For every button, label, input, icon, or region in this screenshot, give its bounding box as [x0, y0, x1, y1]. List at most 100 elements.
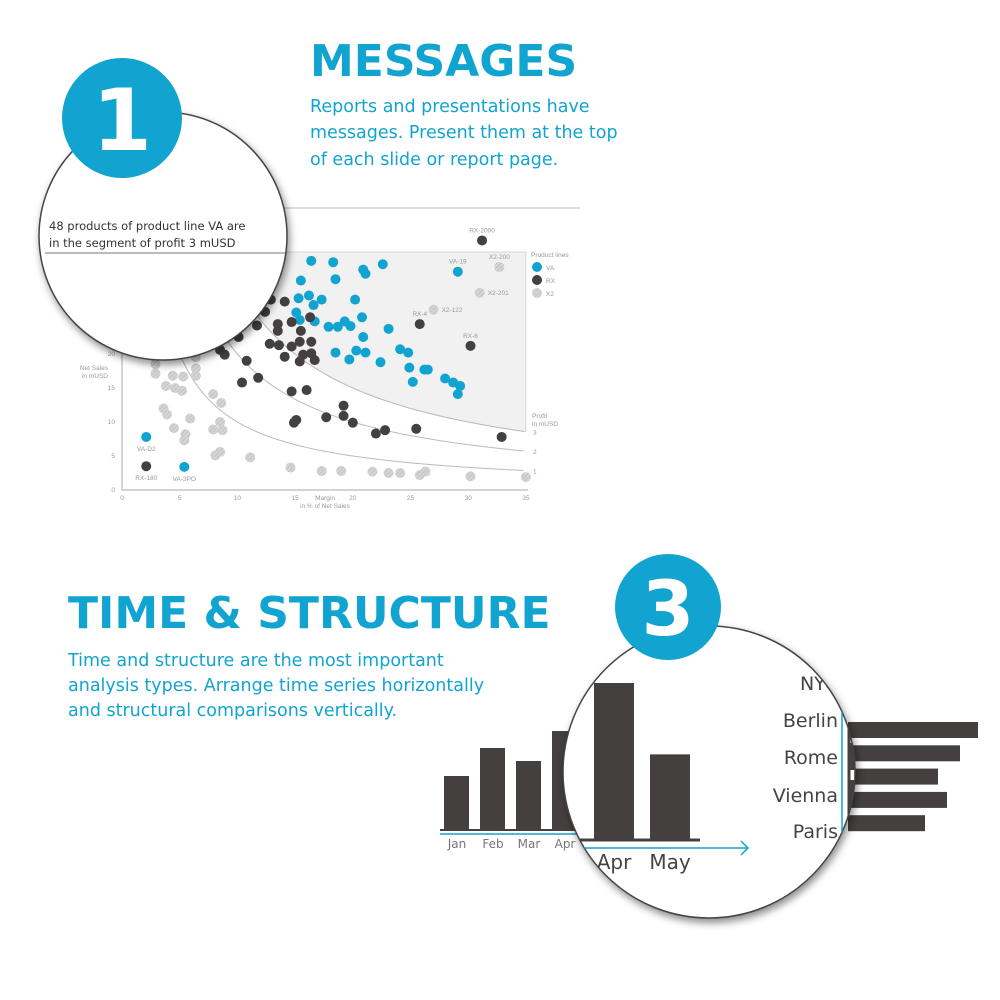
data-point-va	[323, 321, 334, 332]
data-point-rx	[370, 428, 381, 439]
legend-label-rx: RX	[546, 278, 556, 285]
arrow-head-icon	[834, 858, 850, 868]
city-label: NYC	[800, 673, 838, 695]
time-structure-text-line: analysis types. Arrange time series hori…	[68, 676, 484, 696]
month-label: Mar	[518, 837, 541, 851]
point-label: X2-122	[442, 307, 463, 314]
data-point-va	[360, 347, 371, 358]
data-point-va	[344, 354, 355, 365]
bar-nyc	[848, 722, 978, 738]
data-point-x2	[167, 370, 178, 381]
data-point-rx	[306, 336, 317, 347]
data-point-x2	[208, 389, 219, 400]
legend-marker-va	[532, 262, 542, 272]
bar-jan	[444, 776, 469, 830]
data-point-va	[440, 373, 451, 384]
data-point-rx	[241, 355, 252, 366]
data-point-va	[303, 290, 314, 301]
message-line: in the segment of profit 3 mUSD	[49, 236, 236, 250]
data-point-va	[455, 380, 466, 391]
city-label: Paris	[793, 821, 838, 843]
data-point-rx	[380, 425, 391, 436]
time-structure-text-line: and structural comparisons vertically.	[68, 701, 397, 721]
data-point-va	[358, 332, 369, 342]
x-tick-label: 5	[178, 495, 182, 502]
y-tick-label: 20	[108, 351, 116, 358]
data-point-rx	[286, 341, 297, 352]
data-point-rx	[321, 412, 332, 423]
point-label: X2-201	[488, 290, 509, 297]
data-point-rx	[347, 417, 358, 428]
data-point-va	[383, 323, 394, 334]
month-label: Apr	[555, 837, 576, 851]
data-point-va	[403, 347, 414, 358]
magnified-bar-apr	[594, 683, 634, 840]
time-structure-title: TIME & STRUCTURE	[68, 588, 551, 639]
point-label: RX-6	[463, 333, 478, 340]
data-point-va	[357, 312, 368, 323]
x-tick-label: 35	[522, 495, 530, 502]
data-point-x2	[395, 468, 406, 478]
messages-text-line: of each slide or report page.	[310, 150, 558, 170]
data-point-rx	[264, 338, 275, 349]
data-point-va	[452, 389, 463, 400]
data-point-x2	[190, 363, 201, 374]
x-tick-label: 30	[465, 495, 473, 502]
data-point-x2	[150, 359, 161, 370]
x-axis-label: Margin	[315, 495, 335, 502]
legend: Product lines VA RX X2	[531, 252, 569, 298]
data-point-x2	[160, 380, 171, 391]
data-point-va	[330, 347, 341, 358]
data-point-va	[293, 293, 304, 304]
data-point-rx	[477, 235, 488, 246]
data-point-x2	[190, 370, 201, 381]
data-point-rx	[219, 349, 230, 360]
magnified-month-label: Apr	[597, 850, 632, 874]
data-point-rx	[286, 386, 297, 397]
data-point-rx	[279, 351, 290, 362]
magnified-bar-rome	[849, 743, 855, 770]
data-point-rx	[298, 349, 309, 360]
data-point-rx	[411, 423, 422, 434]
data-point-va	[330, 274, 341, 285]
data-point-x2	[494, 261, 505, 272]
data-point-va	[350, 294, 361, 305]
x-axis-label: in % of Net Sales	[300, 503, 351, 510]
data-point-x2	[217, 425, 228, 436]
data-point-va	[141, 431, 152, 442]
data-point-rx	[305, 312, 316, 323]
data-point-rx	[279, 296, 290, 307]
data-point-x2	[383, 468, 394, 478]
time-structure-text-line: Time and structure are the most importan…	[67, 651, 444, 671]
bar-feb	[480, 748, 505, 830]
data-point-rx	[252, 320, 263, 331]
data-point-x2	[185, 413, 196, 424]
data-point-rx	[295, 325, 306, 336]
legend-marker-x2	[532, 288, 542, 298]
data-point-rx	[414, 319, 425, 330]
data-point-va	[395, 344, 406, 355]
y-axis-label: Net Sales	[80, 365, 109, 372]
data-point-va	[295, 275, 306, 286]
bar-rome	[848, 768, 938, 785]
data-point-x2	[177, 385, 188, 396]
data-point-va	[345, 321, 356, 332]
data-point-x2	[367, 466, 378, 477]
data-point-x2	[208, 424, 219, 435]
data-point-x2	[520, 472, 531, 483]
data-point-rx	[301, 385, 312, 396]
data-point-rx	[465, 340, 476, 351]
point-label: RX-4	[412, 311, 427, 318]
point-label: X2-200	[489, 254, 510, 261]
profit-curve-label: 1	[533, 469, 537, 476]
messages-text-line: Reports and presentations have	[310, 97, 590, 117]
magnified-bar-may	[650, 754, 690, 840]
data-point-rx	[286, 317, 297, 328]
data-point-x2	[210, 450, 221, 461]
data-point-x2	[215, 417, 226, 427]
bar-paris	[848, 815, 925, 832]
badge-number: 1	[92, 71, 152, 171]
